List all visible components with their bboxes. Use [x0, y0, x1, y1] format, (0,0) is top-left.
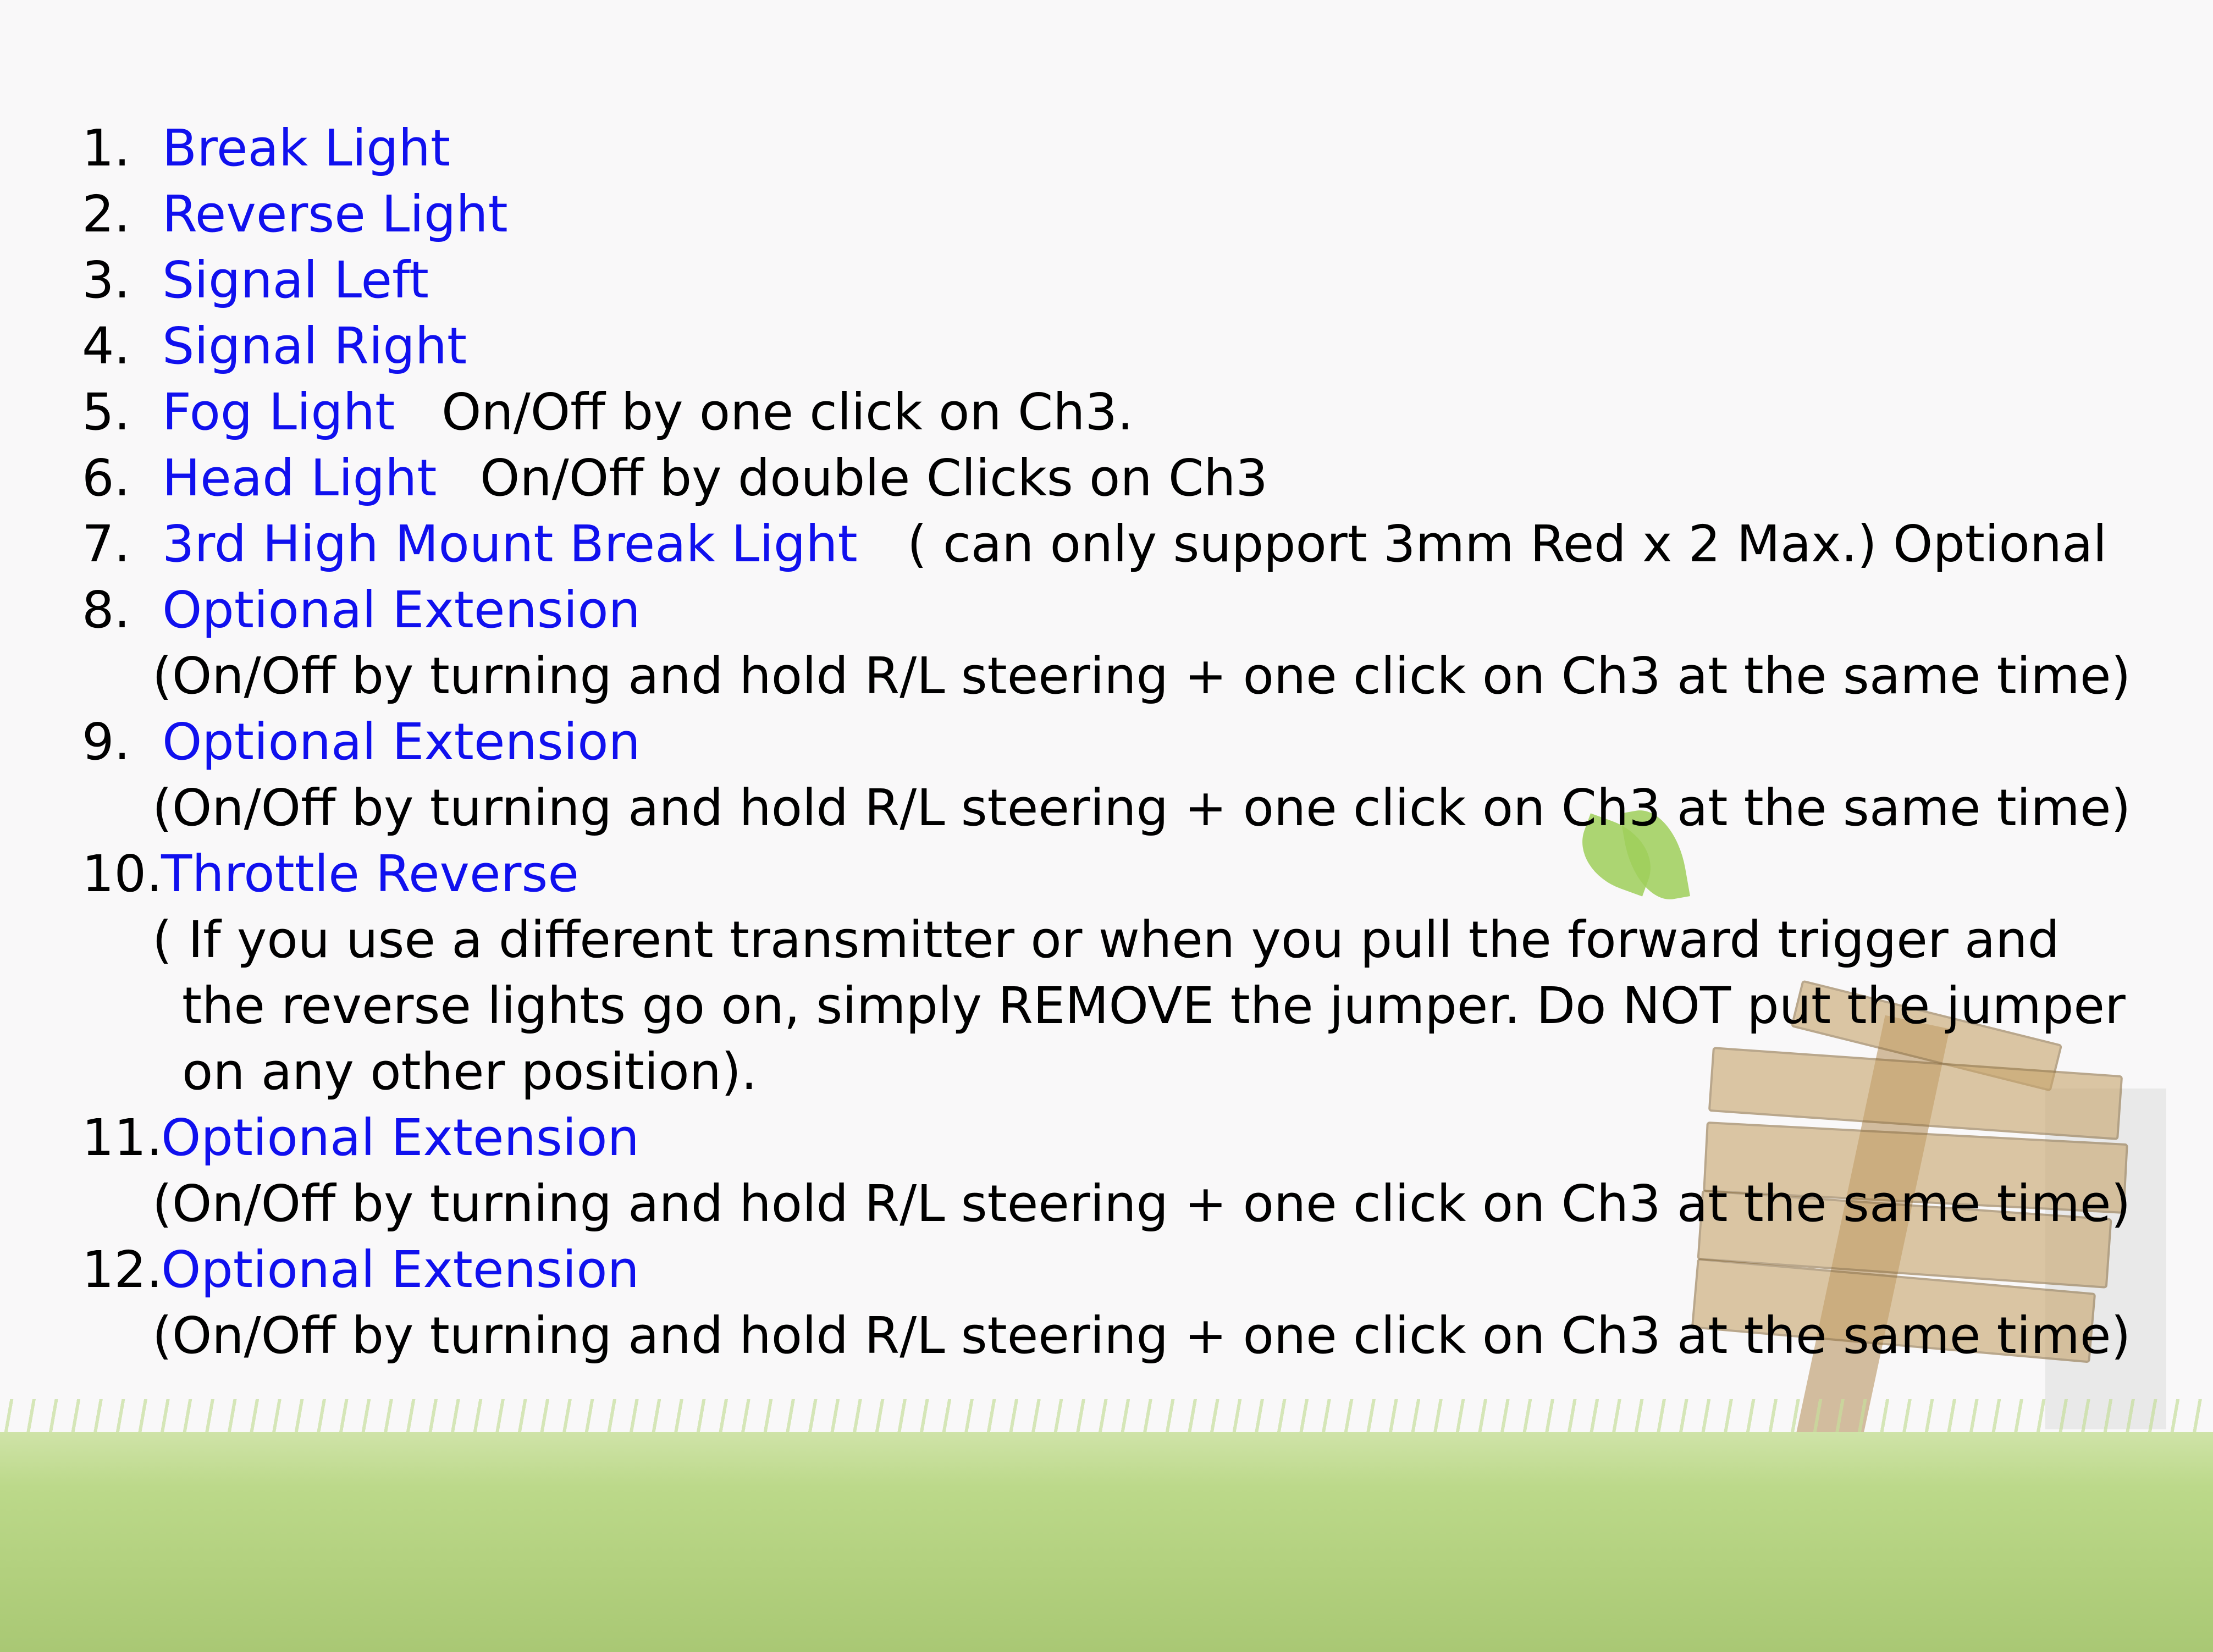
item-label: Optional Extension	[161, 1108, 639, 1167]
item-description: On/Off by one click on Ch3.	[442, 383, 1134, 441]
item-description: ( can only support 3mm Red x 2 Max.) Opt…	[907, 515, 2107, 573]
item-number: 1.	[82, 119, 130, 178]
item-label: Signal Left	[162, 251, 429, 310]
item-label: 3rd High Mount Break Light	[162, 515, 858, 573]
item-number: 6.	[82, 449, 130, 507]
item-number: 5.	[82, 383, 130, 441]
item-number: 7.	[82, 515, 130, 573]
item-label: Optional Extension	[162, 581, 641, 639]
item-number: 11.	[82, 1108, 163, 1167]
item-description-text: (On/Off by turning and hold R/L steering…	[152, 1174, 2131, 1233]
item-number: 4.	[82, 317, 130, 375]
item-number: 10.	[82, 844, 163, 903]
item-number: 12.	[82, 1240, 163, 1299]
item-description-text: ( If you use a different transmitter or …	[152, 910, 2060, 969]
item-label: Optional Extension	[162, 712, 641, 771]
item-number: 2.	[82, 185, 130, 244]
item-label: Fog Light	[162, 383, 395, 441]
item-label: Optional Extension	[161, 1240, 639, 1299]
item-description: On/Off by double Clicks on Ch3	[480, 449, 1268, 507]
item-description-text: (On/Off by turning and hold R/L steering…	[152, 647, 2131, 705]
grass-footer	[0, 1432, 2213, 1652]
item-label: Reverse Light	[162, 185, 508, 244]
item-label: Break Light	[162, 119, 451, 178]
item-description-text: (On/Off by turning and hold R/L steering…	[152, 778, 2131, 837]
item-number: 8.	[82, 581, 130, 639]
item-description-text: (On/Off by turning and hold R/L steering…	[152, 1306, 2131, 1365]
item-description-text: the reverse lights go on, simply REMOVE …	[182, 976, 2126, 1035]
item-label: Throttle Reverse	[161, 844, 579, 903]
item-number: 3.	[82, 251, 130, 310]
item-label: Head Light	[162, 449, 437, 507]
item-number: 9.	[82, 712, 130, 771]
item-label: Signal Right	[162, 317, 467, 375]
item-description-text: on any other position).	[182, 1042, 758, 1101]
